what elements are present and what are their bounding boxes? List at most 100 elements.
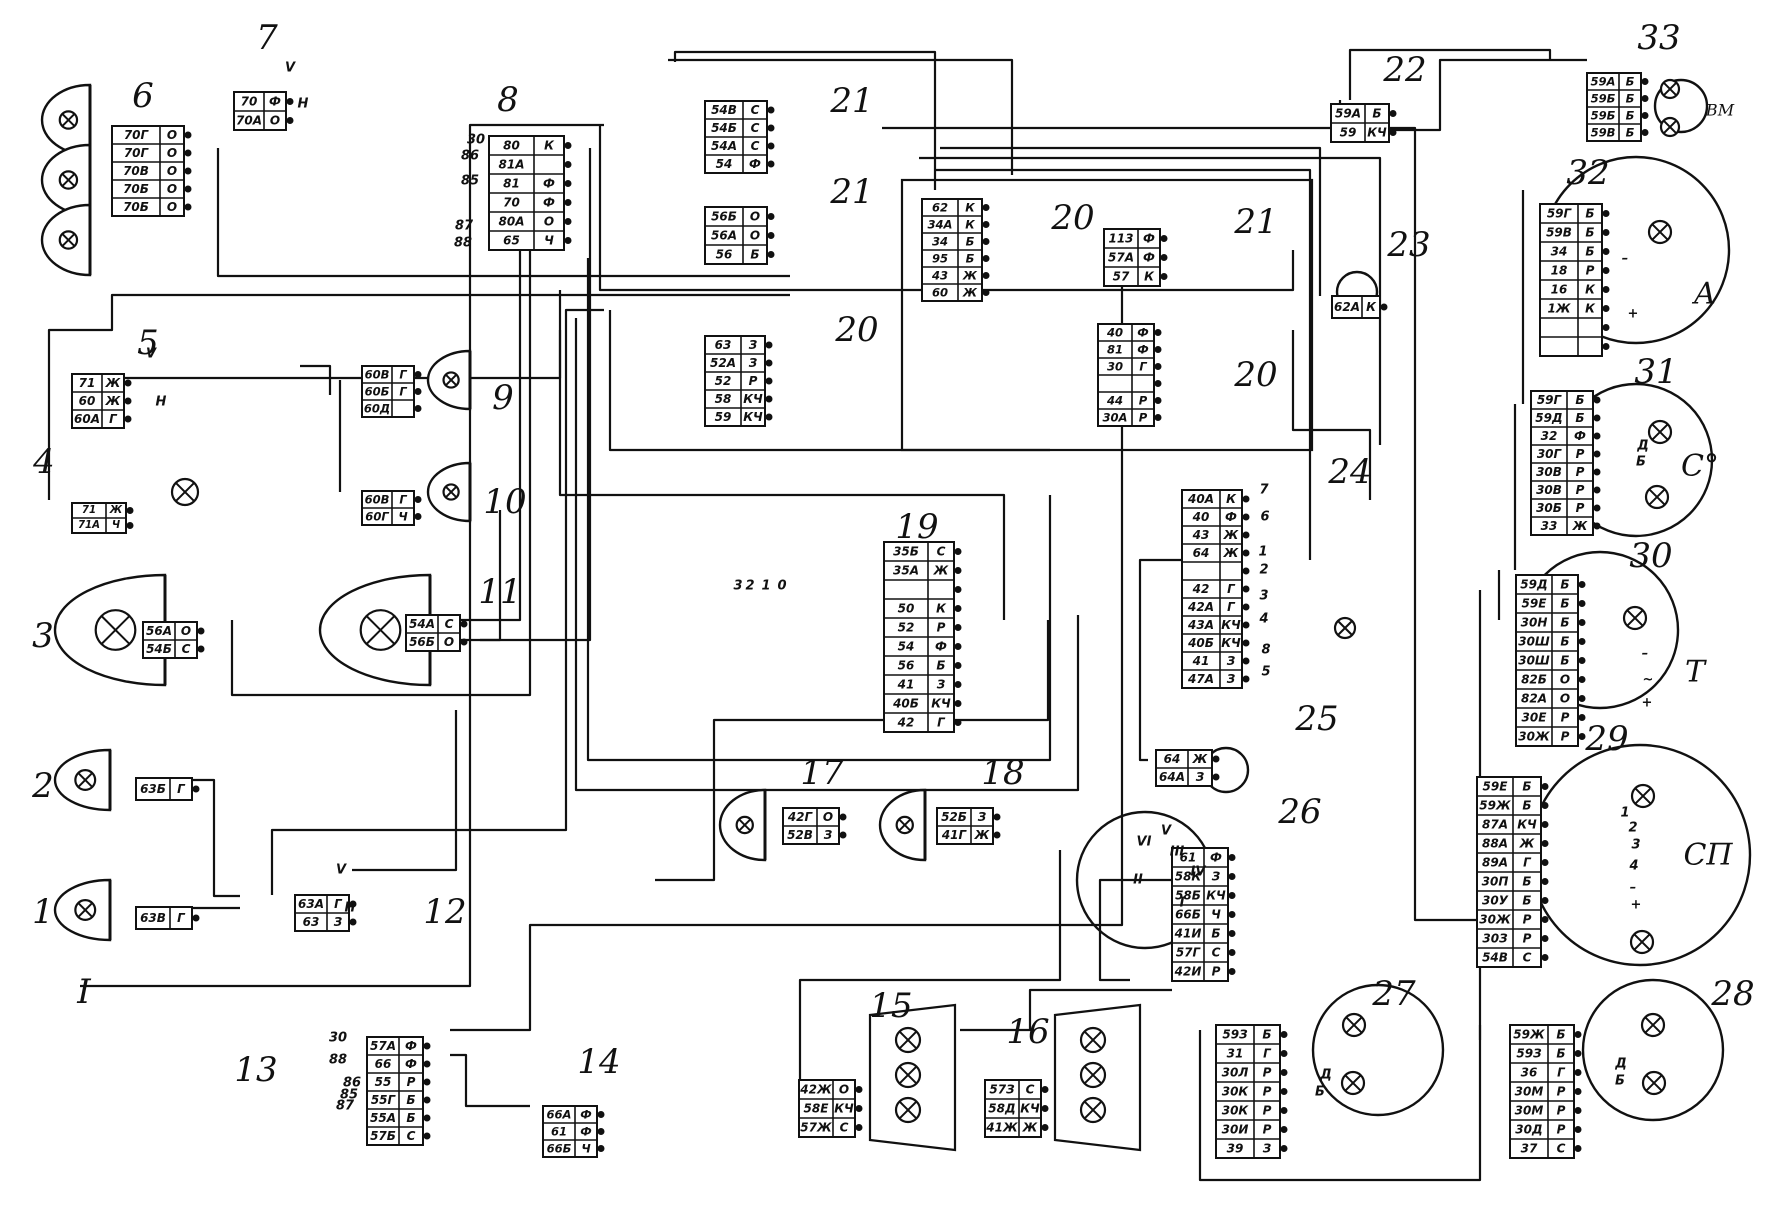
wire-number: 30М [1515,1085,1544,1099]
wire-number: 31 [1227,1047,1244,1061]
wire-number: 40 [1106,326,1123,340]
wire [450,1053,530,1108]
wire-color: Б [1522,875,1531,889]
bulb-icon [94,609,137,651]
wire-color: Р [1557,1104,1566,1118]
wire-color: Б [1372,107,1381,121]
wire-color: Р [1263,1066,1272,1080]
pin-dot [1541,878,1549,885]
wire-color: О [167,146,177,160]
wire [919,156,1382,445]
wire-number: 1Ж [1547,302,1570,316]
wire-number: 59Ж [1513,1028,1545,1042]
bulb-icon [1647,219,1673,245]
pin-dot [1541,840,1549,847]
pin-dot [1593,432,1601,440]
pin-dot [1280,1050,1288,1057]
pin-label: 87 [336,1099,355,1114]
pin-dot [1228,873,1236,880]
pin-dot [1602,210,1610,217]
wire-number: 60 [79,394,96,408]
wire-color: О [444,635,454,649]
bulb-icon [1644,484,1670,510]
wire-color: Г [1557,1066,1566,1080]
wire-number: 56Б [711,210,737,224]
wire-color: КЧ [1221,636,1241,650]
pin-label: 2 [1259,563,1268,578]
wire-number: 59Б [1591,109,1616,123]
wire-number: 57А [1108,251,1134,265]
wire-number: 43А [1187,618,1214,632]
wire-color: О [544,215,554,229]
wire-number: 95 [932,252,948,266]
wire-color: Б [1575,393,1584,407]
pin-dot [1242,531,1250,539]
wire-color: Р [1576,465,1585,479]
gauge-letter-sp: СП [1683,837,1733,873]
wire-color: Б [1262,1028,1271,1042]
wire-number: 52В [787,828,813,842]
pin-label: 30 [329,1031,347,1046]
bulb-icon [1079,1026,1107,1054]
pin-dot [597,1145,605,1152]
wire-number: 30В [1536,465,1562,479]
wire-color: Ж [974,828,990,842]
pin-dot [184,131,192,139]
wire-number: 35Б [893,545,919,559]
wire [608,310,1050,452]
pin-dot [1228,949,1236,956]
pin-dot [423,1114,431,1122]
bulb-icon [1659,116,1681,138]
wire-number: 40Б [1187,636,1214,650]
pressure-gauge-27 [1311,983,1445,1117]
pin-dot [767,232,775,239]
wire-color: С [840,1121,849,1135]
wire [1198,1025,1482,1182]
pin-dot [1602,343,1610,350]
pin-dot [564,161,572,168]
component-label-1: 1 [32,892,54,932]
pin-label: 3 [1631,838,1640,853]
pin-label: Д [1636,439,1649,454]
wire [230,148,532,697]
pin-dot [1602,267,1610,274]
pin-label: I [1180,896,1185,911]
wire-number: 30Ж [1518,730,1550,744]
wire-number: 30Д [1515,1123,1542,1137]
wire-number: 65 [503,234,520,248]
pin-dot [460,638,468,646]
wire-number: 60А [74,412,100,426]
bulb-icon [74,898,97,921]
pin-dot [765,341,773,349]
pin-dot [1541,916,1549,923]
wire [120,290,562,380]
wire-number: 61 [1180,851,1197,865]
wire-color: Ф [1225,510,1237,524]
wire-color: Б [1626,109,1635,123]
pin-dot [1578,600,1586,607]
wire-color: Р [1557,1123,1566,1137]
wire-color: С [445,617,454,631]
wire [178,778,240,898]
wire-number: 87А [1482,818,1508,832]
pin-dot [982,238,990,245]
pin-dot [1242,495,1250,503]
wire-color: К [965,201,975,215]
wire-number: 52 [715,374,732,388]
wire-number: 55Г [371,1093,397,1107]
wire-number: 70Б [123,200,149,214]
bulb-icon [1622,605,1648,631]
pin-dot [1574,1088,1582,1095]
wire-color: Г [1139,360,1147,374]
wire-number: 50 [898,602,915,616]
